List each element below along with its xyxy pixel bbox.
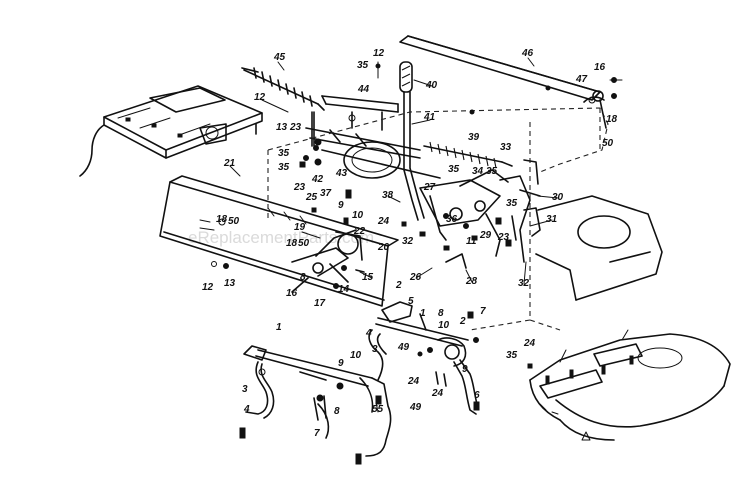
callout-7: 7	[480, 306, 486, 317]
callout-17: 17	[314, 298, 326, 309]
callout-16: 16	[594, 62, 606, 73]
callout-35: 35	[506, 198, 518, 209]
callout-4: 4	[365, 328, 372, 339]
callout-9: 9	[462, 364, 468, 375]
hardware-parts	[299, 61, 551, 289]
callout-35: 35	[506, 350, 518, 361]
callout-20: 20	[377, 242, 390, 253]
callout-15: 15	[362, 272, 374, 283]
callout-14: 14	[338, 284, 350, 295]
lift-handle-40	[399, 61, 425, 221]
callout-18: 18	[606, 114, 618, 125]
callout-18: 18	[216, 214, 228, 225]
callout-24: 24	[431, 388, 444, 399]
front-lift-arm-left	[239, 345, 392, 465]
callout-37: 37	[320, 188, 332, 199]
callout-26: 26	[409, 272, 422, 283]
callout-44: 44	[357, 84, 370, 95]
callout-50: 50	[602, 138, 614, 149]
rear-panel-46	[267, 35, 623, 331]
callout-2: 2	[395, 280, 402, 291]
callout-42: 42	[311, 174, 324, 185]
callout-27: 27	[423, 182, 436, 193]
callout-45: 45	[273, 52, 286, 63]
callout-6: 6	[474, 390, 480, 401]
callout-24: 24	[523, 338, 536, 349]
callout-2: 2	[459, 316, 466, 327]
callout-8: 8	[300, 272, 306, 283]
callout-50: 50	[298, 238, 310, 249]
callout-9: 9	[338, 358, 344, 369]
callout-49: 49	[397, 342, 410, 353]
callout-12: 12	[254, 92, 266, 103]
callout-4: 4	[243, 404, 250, 415]
callout-43: 43	[335, 168, 348, 179]
callout-35: 35	[357, 60, 369, 71]
pedal-mechanism	[419, 159, 541, 269]
callout-3: 3	[242, 384, 248, 395]
callout-13: 13	[224, 278, 236, 289]
callout-23: 23	[289, 122, 302, 133]
callout-8: 8	[334, 406, 340, 417]
callout-32: 32	[402, 236, 414, 247]
callout-35: 35	[278, 148, 290, 159]
callout-34: 34	[472, 166, 484, 177]
callout-10: 10	[350, 350, 362, 361]
lift-link-assembly	[291, 229, 365, 293]
callout-13: 13	[276, 122, 288, 133]
callout-33: 33	[500, 142, 512, 153]
callout-35: 35	[448, 164, 460, 175]
callout-18: 18	[286, 238, 298, 249]
callout-8: 8	[438, 308, 444, 319]
callout-39: 39	[468, 132, 480, 143]
callout-10: 10	[438, 320, 450, 331]
cutting-deck	[527, 329, 731, 441]
callout-19: 19	[294, 222, 306, 233]
callout-47: 47	[575, 74, 588, 85]
callout-49: 49	[409, 402, 422, 413]
spring-39	[423, 141, 513, 169]
callout-22: 22	[353, 226, 366, 237]
callout-1: 1	[420, 308, 426, 319]
spring-45	[241, 67, 325, 111]
watermark: eReplacementParts.com	[188, 228, 374, 247]
callout-23: 23	[293, 182, 306, 193]
callout-23: 23	[497, 232, 510, 243]
callout-12: 12	[373, 48, 385, 59]
front-lift-arm-right	[368, 301, 480, 415]
front-baffle-21	[159, 175, 399, 307]
callout-10: 10	[352, 210, 364, 221]
callout-46: 46	[521, 48, 534, 59]
leader-lines	[229, 57, 559, 413]
callout-35: 35	[278, 162, 290, 173]
callout-38: 38	[382, 190, 394, 201]
callout-31: 31	[546, 214, 558, 225]
callout-25: 25	[305, 192, 318, 203]
body-shroud	[535, 195, 663, 301]
callout-21: 21	[223, 158, 236, 169]
upper-shaft-assembly	[305, 95, 441, 179]
callout-11: 11	[466, 236, 477, 247]
callout-16: 16	[286, 288, 298, 299]
floor-plate	[79, 85, 263, 177]
callout-24: 24	[377, 216, 390, 227]
callout-1: 1	[276, 322, 282, 333]
callout-50: 50	[228, 216, 240, 227]
callout-24: 24	[407, 376, 420, 387]
callout-29: 29	[479, 230, 492, 241]
callout-12: 12	[202, 282, 214, 293]
callout-35: 35	[486, 166, 498, 177]
callout-7: 7	[314, 428, 320, 439]
callout-36: 36	[446, 214, 458, 225]
callout-5: 5	[408, 296, 414, 307]
callout-9: 9	[338, 200, 344, 211]
callout-3: 3	[372, 344, 378, 355]
callout-41: 41	[423, 112, 436, 123]
